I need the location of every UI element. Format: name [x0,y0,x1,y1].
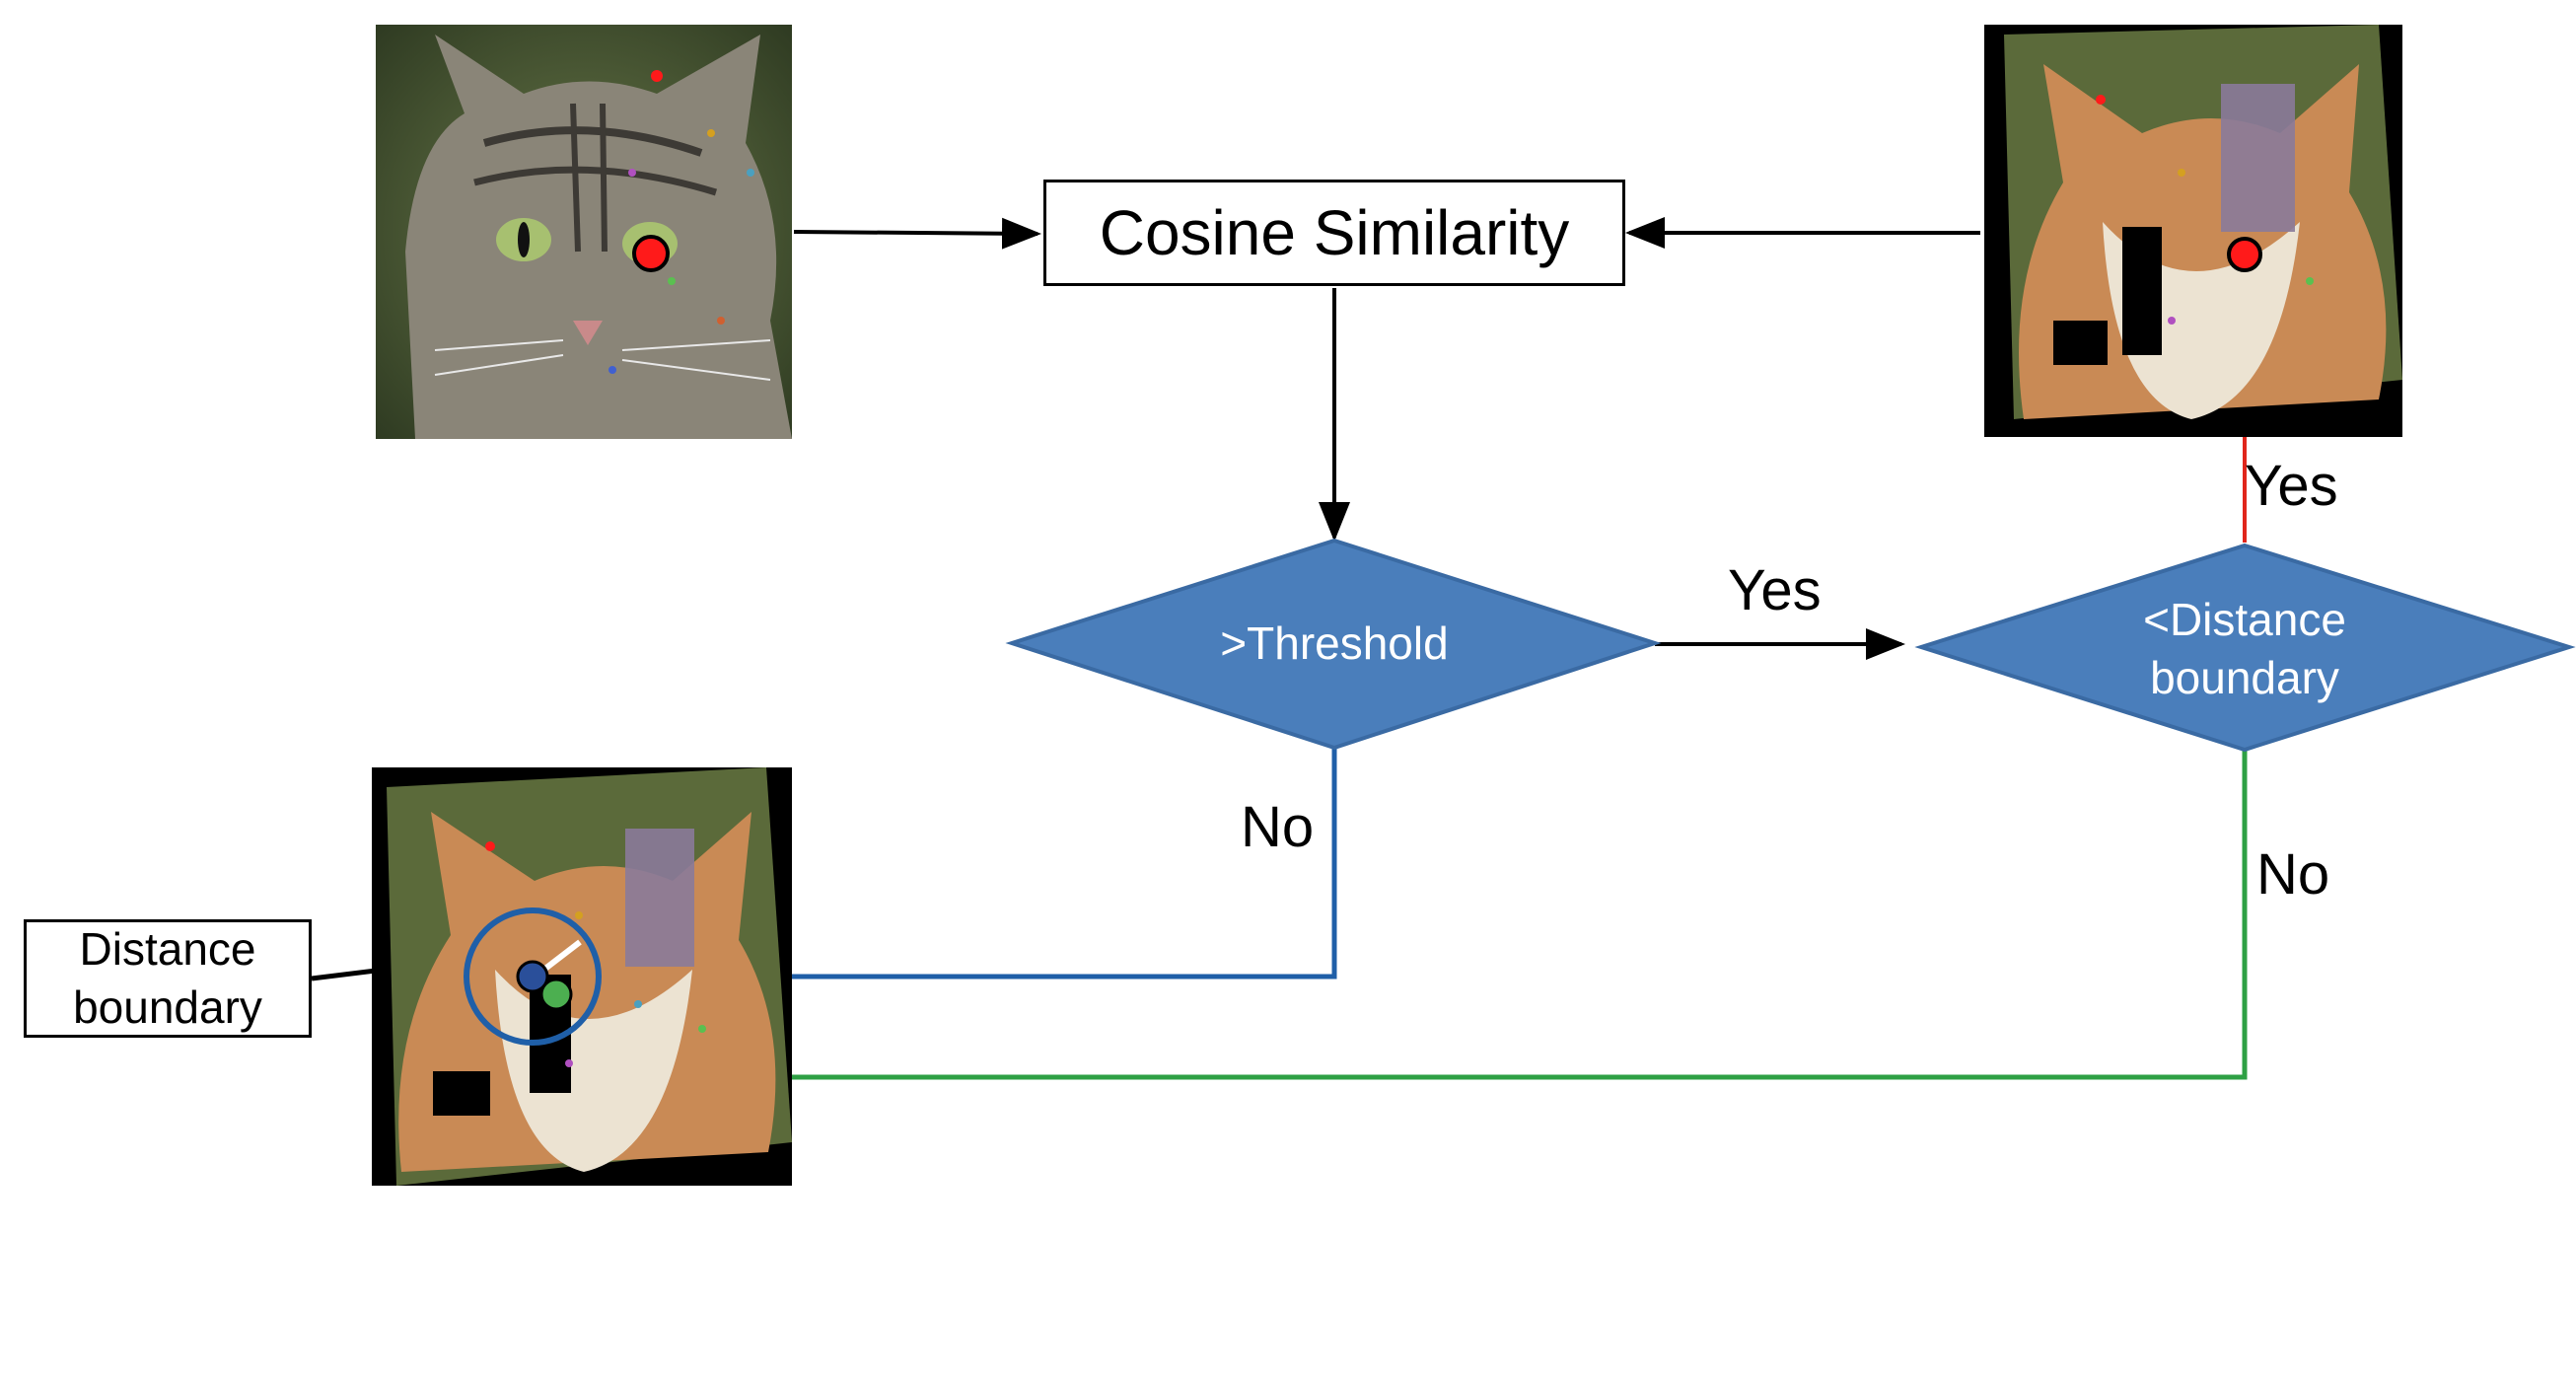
cosine-similarity-node: Cosine Similarity [1043,180,1625,286]
distance-boundary-callout: Distance boundary [24,919,312,1038]
edge-label-threshold-yes: Yes [1728,558,1822,622]
arrow-cat-to-cosine [793,217,1041,250]
target-fox-image-top [1984,25,2402,437]
edge-label-distance-yes: Yes [2245,454,2338,518]
target-fox-image-bottom [372,767,792,1186]
source-keypoint-red [632,235,670,272]
threshold-label: >Threshold [1220,617,1449,669]
target-keypoint-red [2227,237,2262,272]
path-threshold-no [552,748,1337,980]
source-cat-image [376,25,792,439]
distance-check-line1: <Distance [2143,594,2346,646]
distance-check-line2: boundary [2150,652,2339,703]
cosine-similarity-label: Cosine Similarity [1099,197,1570,268]
callout-line1: Distance [79,923,256,976]
callout-line2: boundary [73,981,262,1033]
arrow-distance-no [537,750,2248,1080]
edge-label-threshold-no: No [1241,795,1315,859]
edge-label-distance-no: No [2256,842,2330,907]
distance-check-label: <Distance boundary [2028,588,2462,710]
